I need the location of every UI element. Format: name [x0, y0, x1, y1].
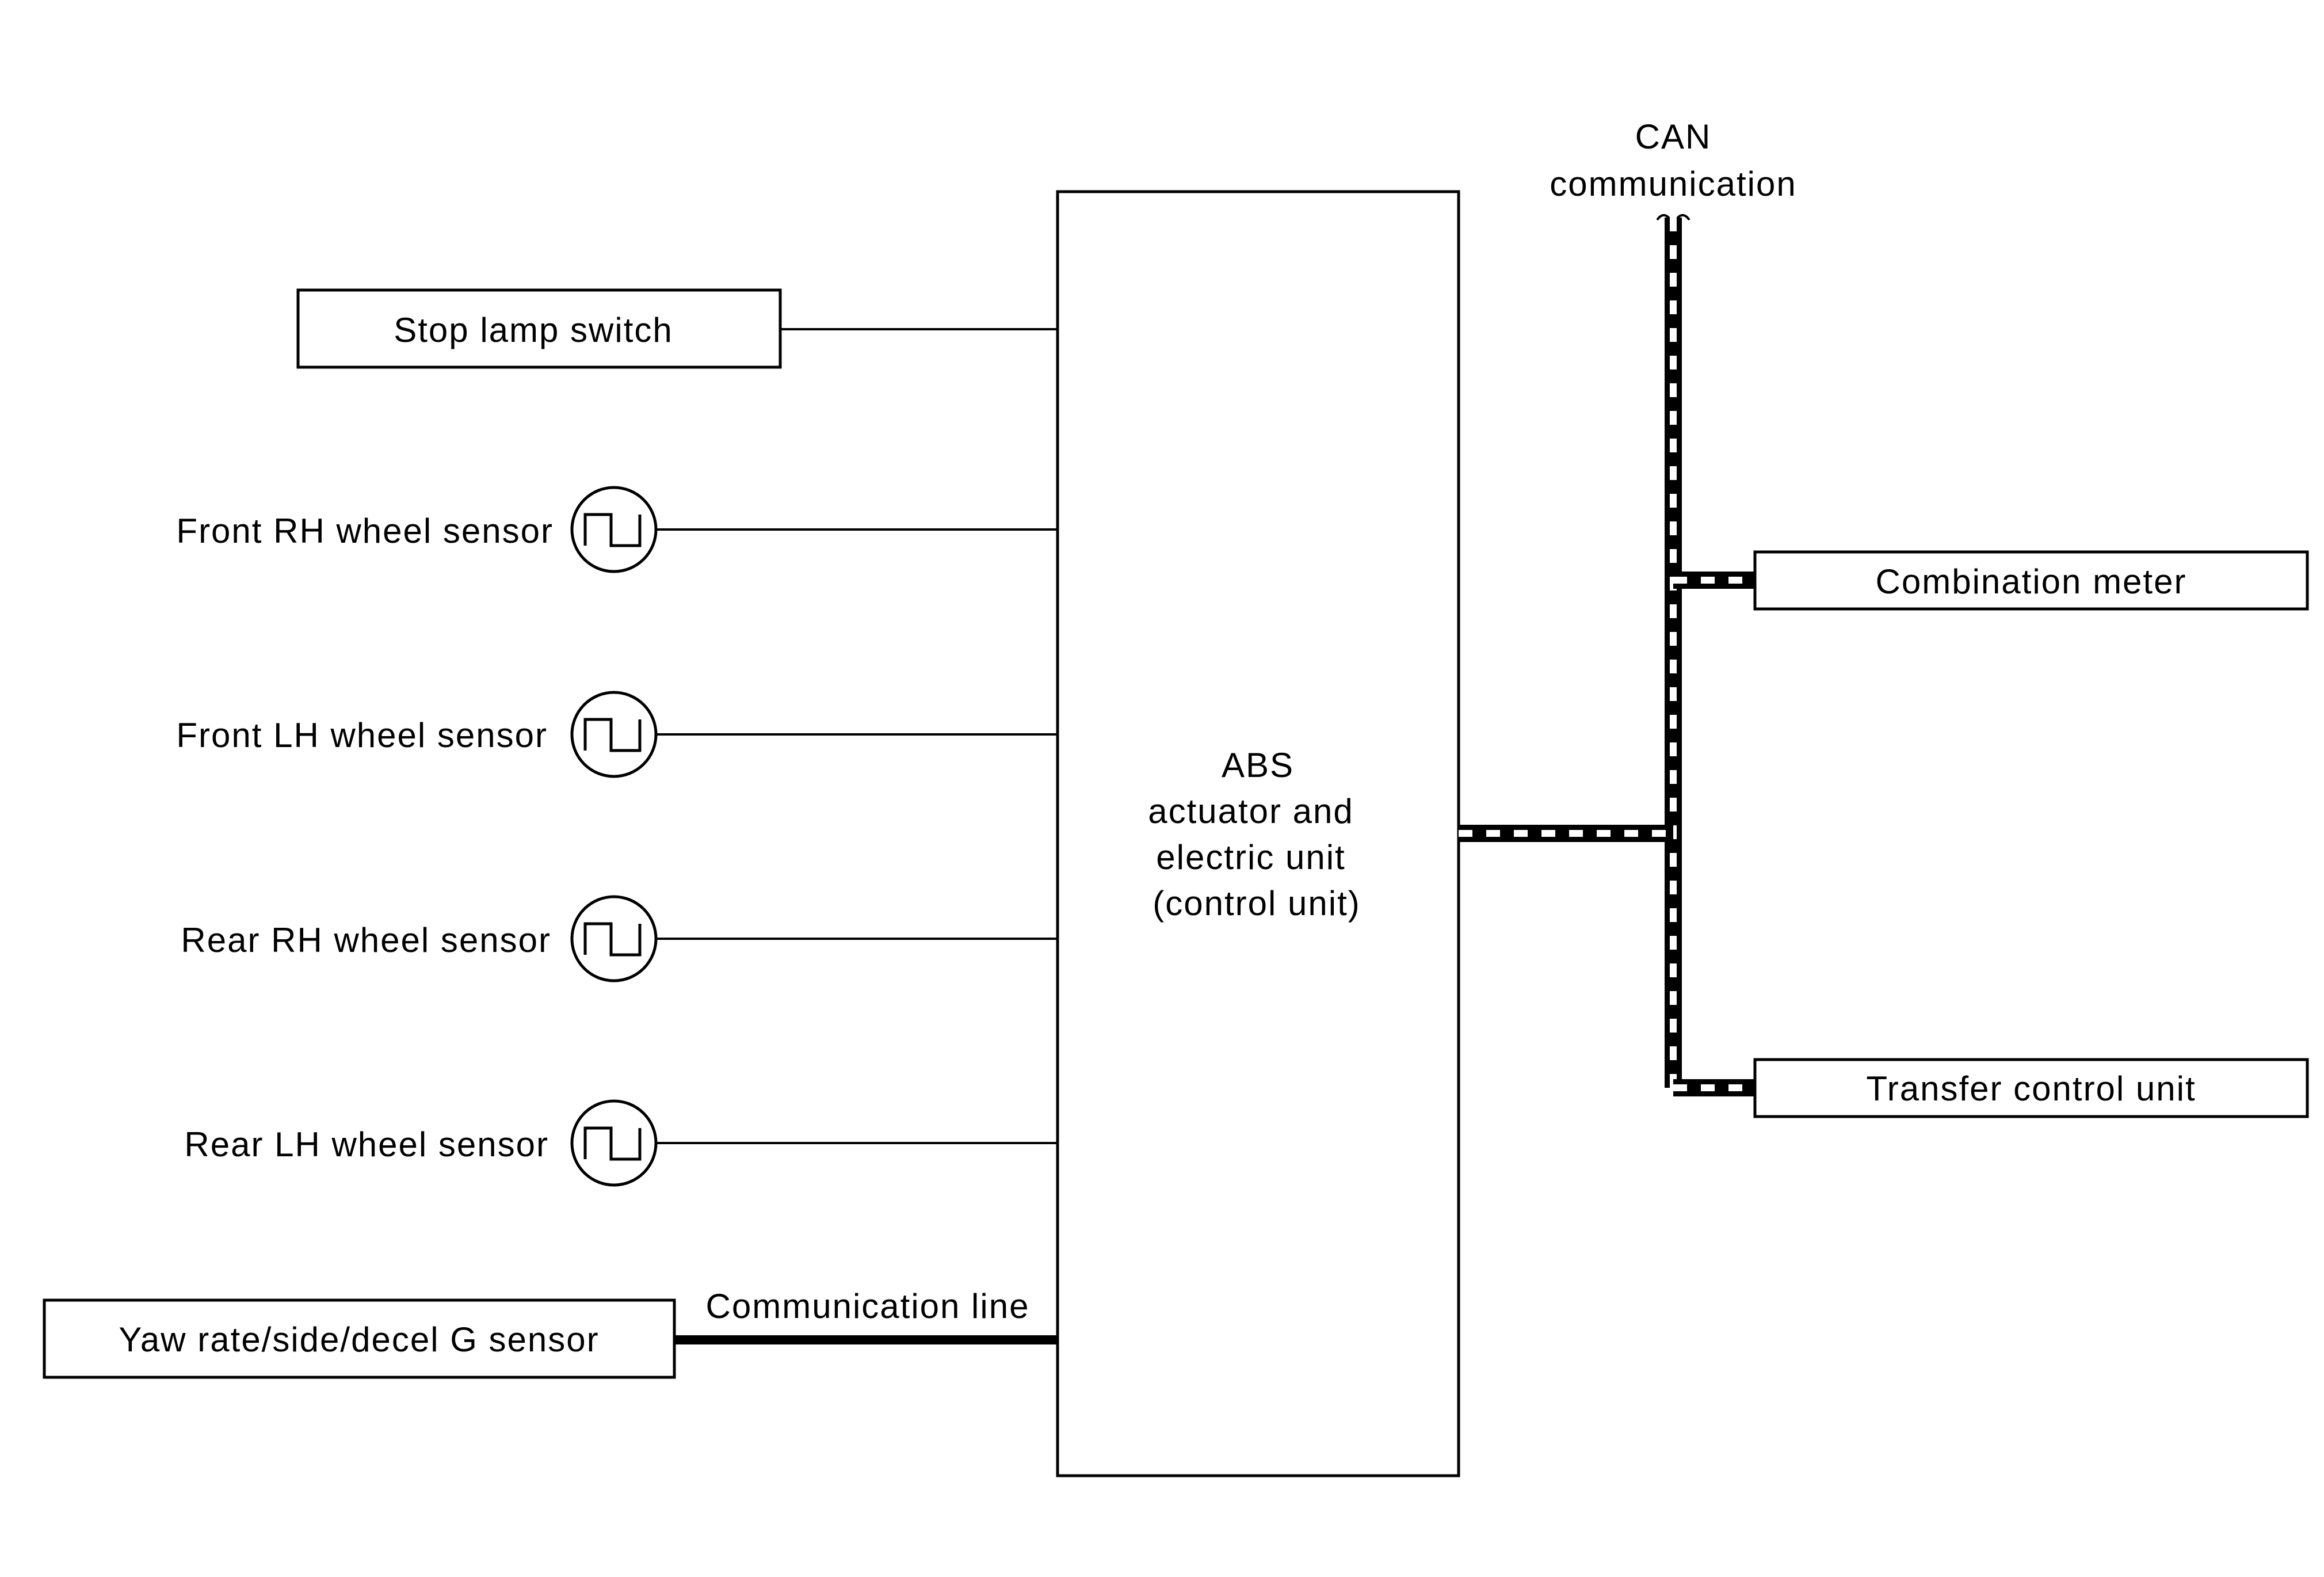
abs-control-unit: ABS actuator and electric unit (control … — [1056, 190, 1460, 1477]
can-label-line2: communication — [1550, 165, 1797, 203]
abs-label-line3: electric unit — [1156, 838, 1345, 877]
rear-rh-wheel-sensor-label: Rear RH wheel sensor — [181, 921, 551, 959]
front-rh-wheel-sensor: Front RH wheel sensor — [176, 486, 1058, 573]
stop-lamp-switch: Stop lamp switch — [296, 288, 1058, 369]
front-lh-wheel-sensor: Front LH wheel sensor — [176, 691, 1058, 778]
abs-label-line2: actuator and — [1148, 792, 1354, 831]
can-label-line1: CAN — [1635, 117, 1712, 156]
rear-lh-wheel-sensor-label: Rear LH wheel sensor — [184, 1125, 549, 1164]
square-wave-signal-icon — [570, 486, 658, 573]
yaw-rate-sensor-label: Yaw rate/side/decel G sensor — [119, 1320, 599, 1359]
front-lh-wheel-sensor-label: Front LH wheel sensor — [176, 716, 548, 755]
square-wave-signal-icon — [570, 691, 658, 778]
combination-meter: Combination meter — [1753, 550, 2309, 611]
transfer-control-unit-label: Transfer control unit — [1866, 1069, 2196, 1108]
rear-rh-wheel-sensor: Rear RH wheel sensor — [181, 895, 1058, 982]
square-wave-signal-icon — [570, 1099, 658, 1187]
communication-line-label: Communication line — [706, 1287, 1030, 1325]
combination-meter-label: Combination meter — [1876, 562, 2187, 601]
abs-label-line4: (control unit) — [1153, 884, 1360, 923]
front-rh-wheel-sensor-label: Front RH wheel sensor — [176, 512, 554, 550]
rear-lh-wheel-sensor: Rear LH wheel sensor — [184, 1099, 1058, 1187]
square-wave-signal-icon — [570, 895, 658, 982]
can-bus: CAN communication — [1459, 117, 1797, 1096]
stop-lamp-switch-label: Stop lamp switch — [394, 311, 673, 349]
abs-label-line1: ABS — [1222, 746, 1294, 784]
yaw-rate-sensor: Yaw rate/side/decel G sensor Communicati… — [43, 1287, 1058, 1379]
transfer-control-unit: Transfer control unit — [1753, 1058, 2309, 1118]
